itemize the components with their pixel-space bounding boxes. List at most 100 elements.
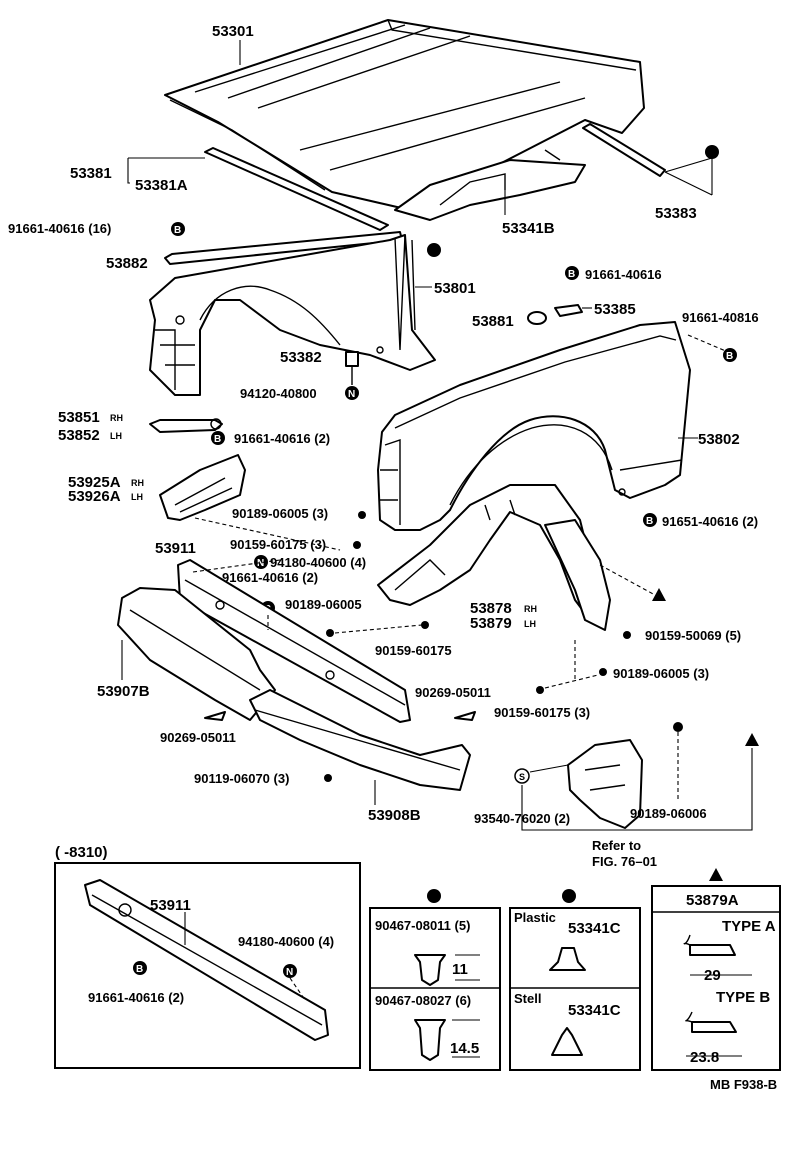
inset-liner: 53879A TYPE A 29 TYPE B 23.8 xyxy=(651,868,781,1071)
bolt-icon-2 xyxy=(623,631,631,639)
bumper-lower-label: 53908B xyxy=(368,807,421,824)
bar-rh-suffix: RH xyxy=(110,413,123,423)
grommet-steel-part: 53341C xyxy=(568,1002,621,1019)
reinforcement-label: 53911 xyxy=(155,540,196,557)
inset-nut-n-icon xyxy=(283,964,297,978)
hood-lock-support xyxy=(394,149,586,221)
liner-type-a-label: TYPE A xyxy=(722,918,776,935)
clip-91651-label: 91651-40616 (2) xyxy=(662,514,758,529)
clip-b-symbol-3: B xyxy=(568,269,575,280)
cushion xyxy=(527,311,547,325)
clip-b-symbol-2: B xyxy=(214,434,221,445)
nut-n-symbol-2: N xyxy=(257,558,264,569)
bar-lh-suffix: LH xyxy=(110,431,122,441)
screw-icon-4 xyxy=(324,774,332,782)
clip-b-symbol-4: B xyxy=(726,351,733,362)
triangle-a-icon xyxy=(652,588,666,601)
inset-reinforcement-header: ( -8310) xyxy=(55,844,108,861)
front-bumper xyxy=(117,587,276,721)
screw-06070-label: 90119-06070 (3) xyxy=(194,771,289,786)
hood-seal-rear-label: 53383 xyxy=(655,205,697,222)
bolt-3b-label: 90159-60175 (3) xyxy=(494,705,590,720)
grommet-plastic-part: 53341C xyxy=(568,920,621,937)
bolt-b-label: 90159-60175 xyxy=(375,643,452,658)
rivet-a-label: 90269-05011 xyxy=(160,730,236,745)
screw-b-label: 90189-06005 xyxy=(285,597,362,612)
clip-a-label: 90467-08011 (5) xyxy=(375,918,470,933)
rivet-b xyxy=(454,711,476,721)
cushion-bracket xyxy=(554,304,583,317)
screw-3b-label: 90189-06005 (3) xyxy=(613,666,709,681)
hood-seal-rear xyxy=(582,123,666,177)
refer-label-2: FIG. 76–01 xyxy=(592,854,657,869)
hood-lock-support-label: 53341B xyxy=(502,220,555,237)
screw-3a-label: 90189-06005 (3) xyxy=(232,506,328,521)
liner-type-b-label: TYPE B xyxy=(716,989,770,1006)
half-circle-icon xyxy=(427,243,441,257)
mudguard-label: 93540-76020 (2) xyxy=(474,811,570,826)
clip-s-icon xyxy=(514,768,530,784)
fender-liner xyxy=(377,484,611,631)
bolt-icon xyxy=(353,541,361,549)
fender-apron xyxy=(149,234,436,396)
inset-grommet-symbol-icon xyxy=(562,889,576,903)
bumper-label: 53907B xyxy=(97,683,150,700)
hood-label: 53301 xyxy=(212,23,254,40)
bolt-icon-4 xyxy=(536,686,544,694)
clip-a-dim: 11 xyxy=(452,961,468,978)
liner-rh-suffix: RH xyxy=(524,604,537,614)
clip-b-icon-3 xyxy=(565,266,579,280)
figure-code: MB F938-B xyxy=(710,1077,777,1092)
clip-s-symbol: S xyxy=(519,772,525,782)
fender-extension xyxy=(159,454,246,521)
ext-rh-suffix: RH xyxy=(131,478,144,488)
cushion-bracket-label: 53385 xyxy=(594,301,636,318)
bolt-3a-label: 90159-60175 (3) xyxy=(230,537,326,552)
clip-fender-right-label: 91661-40816 xyxy=(682,310,759,325)
nut-94120-label: 94120-40800 xyxy=(240,386,317,401)
clip-b-label: 90467-08027 (6) xyxy=(375,993,471,1008)
nut-n-symbol: N xyxy=(348,389,355,400)
bar-rh-label: 53851 xyxy=(58,409,100,426)
clip-b-icon-2 xyxy=(211,431,225,445)
nut-94180-label: 94180-40600 (4) xyxy=(270,555,366,570)
cushion-label: 53881 xyxy=(472,313,514,330)
clip-right-top-label: 91661-40616 xyxy=(585,267,662,282)
fender-label: 53802 xyxy=(698,431,740,448)
rivet-b-label: 90269-05011 xyxy=(415,685,491,700)
nut-n-icon-2 xyxy=(254,555,268,569)
bumper-lower xyxy=(249,689,471,791)
nut-n-icon xyxy=(345,386,359,400)
clip-2b-label: 91661-40616 (2) xyxy=(222,570,318,585)
liner-lh-label: 53879 xyxy=(470,615,512,632)
front-fender xyxy=(377,321,691,531)
inset-grommet: Plastic 53341C Stell 53341C xyxy=(509,889,641,1071)
ext-rh-label: 53925A xyxy=(68,474,121,491)
hood xyxy=(164,19,645,211)
grommet-plastic-label: Plastic xyxy=(514,910,556,925)
rivet-a xyxy=(204,711,226,721)
inset-liner-triangle-icon xyxy=(709,868,723,881)
inset-reinforcement-clip: 91661-40616 (2) xyxy=(88,990,184,1005)
hood-seal-sub-label: 53381A xyxy=(135,177,188,194)
refer-label-1: Refer to xyxy=(592,838,641,853)
clip-b-icon-4 xyxy=(723,348,737,362)
grommet-steel-label: Stell xyxy=(514,991,541,1006)
inset-clips: 90467-08011 (5) 11 90467-08027 (6) 14.5 xyxy=(369,889,501,1071)
ext-lh-label: 53926A xyxy=(68,488,121,505)
clip-b-dim: 14.5 xyxy=(450,1040,479,1057)
bolt-50069-label: 90159-50069 (5) xyxy=(645,628,741,643)
hood-seal-label: 53381 xyxy=(70,165,112,182)
screw-icon-5 xyxy=(673,722,683,732)
screw-icon xyxy=(358,511,366,519)
hood-stopper xyxy=(345,351,359,385)
hood-seal xyxy=(204,147,389,231)
clip-b-symbol: B xyxy=(174,225,181,236)
clip-b-icon xyxy=(171,222,185,236)
inset-liner-part: 53879A xyxy=(686,892,739,909)
inset-nut-n-symbol: N xyxy=(286,967,293,978)
screw-icon-2 xyxy=(326,629,334,637)
ext-lh-suffix: LH xyxy=(131,492,143,502)
liner-type-b-dim: 23.8 xyxy=(690,1049,719,1066)
